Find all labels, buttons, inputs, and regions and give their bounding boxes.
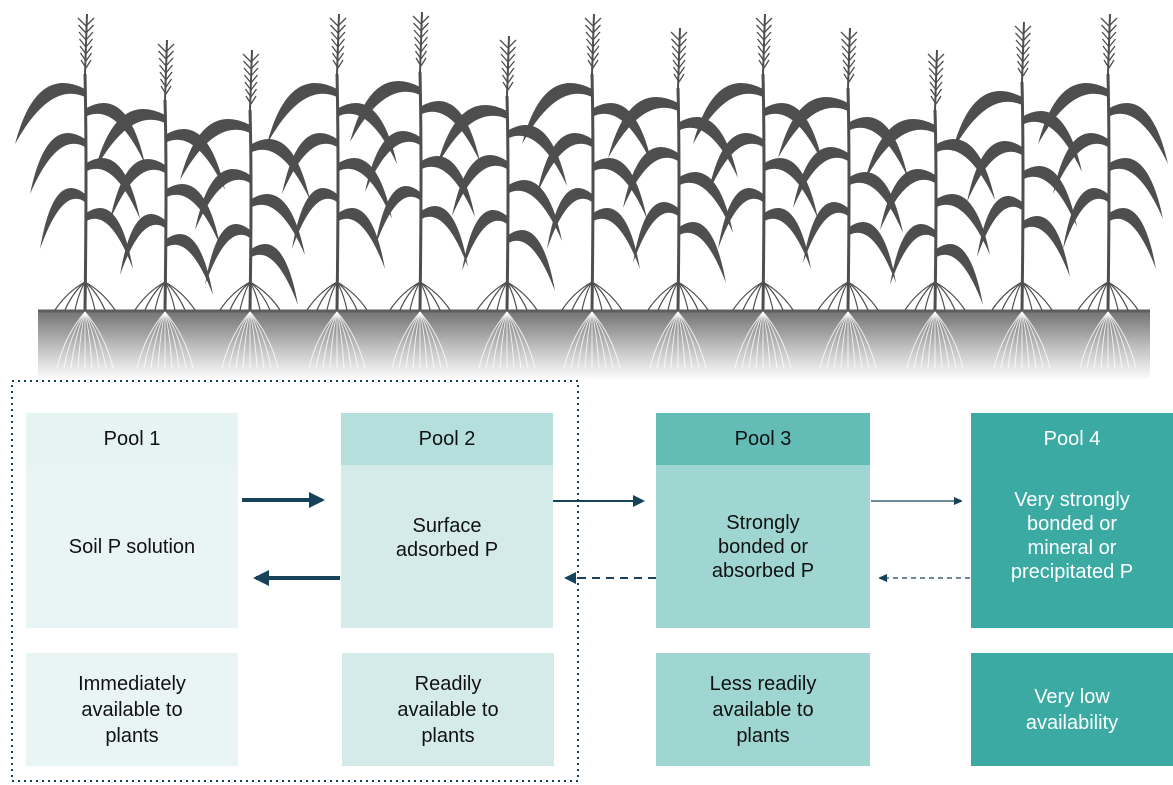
corn-plant	[693, 13, 823, 369]
pool-1-description: Soil P solution	[68, 535, 196, 558]
corn-plants	[15, 11, 1168, 369]
pool-4-availability: Very low availability	[971, 653, 1173, 766]
pool-3-box: Pool 3 Strongly bonded or absorbed P	[656, 413, 870, 628]
pool-1-box: Pool 1 Soil P solution	[26, 413, 238, 628]
corn-plant	[267, 13, 397, 369]
corn-plant	[865, 49, 995, 369]
pool-4-description: Very strongly bonded or mineral or preci…	[1010, 488, 1134, 583]
corn-plant	[180, 49, 310, 369]
corn-plant	[437, 35, 567, 369]
pool-4-box: Pool 4 Very strongly bonded or mineral o…	[971, 413, 1173, 628]
pool-1-availability: Immediately available to plants	[26, 653, 238, 766]
pool-3-title: Pool 3	[656, 413, 870, 465]
pool-3-availability: Less readily available to plants	[656, 653, 870, 766]
available-pools-dotted-frame	[11, 380, 579, 782]
pool-2-availability: Readily available to plants	[342, 653, 554, 766]
corn-plant	[1038, 13, 1168, 369]
corn-plant	[15, 13, 145, 369]
pool-4-title: Pool 4	[971, 413, 1173, 465]
pool-2-description: Surface adsorbed P	[395, 514, 499, 561]
corn-plant	[522, 13, 652, 369]
corn-plant	[95, 39, 225, 369]
pool-3-description: Strongly bonded or absorbed P	[711, 511, 815, 582]
pool-2-box: Pool 2 Surface adsorbed P	[341, 413, 553, 628]
pool-1-title: Pool 1	[26, 413, 238, 465]
pool-2-title: Pool 2	[341, 413, 553, 465]
corn-plant	[952, 21, 1082, 369]
